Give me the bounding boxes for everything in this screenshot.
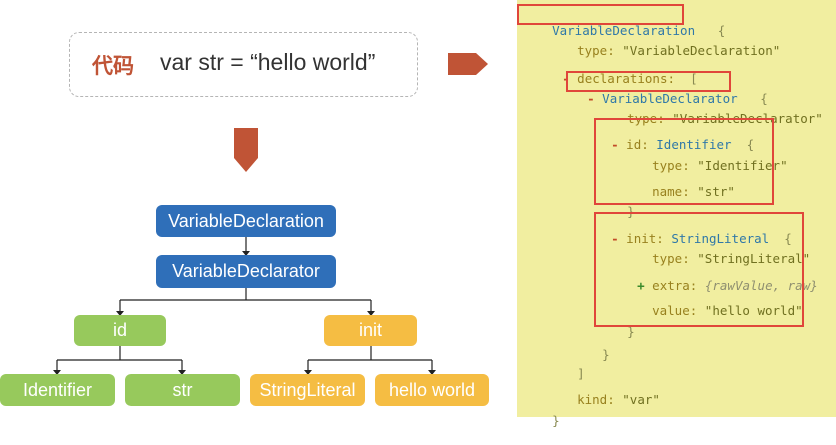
ast-bracket: [	[690, 71, 698, 86]
ast-line-root-type: type: "VariableDeclaration"	[547, 27, 780, 75]
ast-brace: {	[760, 91, 768, 106]
collapse-minus-icon[interactable]: -	[611, 137, 619, 152]
highlight-box-declarator	[566, 71, 731, 92]
tree-node-variable-declaration: VariableDeclaration	[156, 205, 336, 237]
tree-node-init: init	[324, 315, 417, 346]
ast-value: "VariableDeclaration"	[622, 43, 781, 58]
code-label: 代码	[92, 54, 134, 78]
code-box: 代码 var str = “hello world”	[69, 32, 418, 97]
ast-line-declarations-close: ]	[547, 350, 585, 398]
ast-key: extra:	[652, 278, 698, 293]
ast-brace: }	[627, 324, 635, 339]
tree-node-string-literal: StringLiteral	[250, 374, 365, 406]
ast-line-declarations: - declarations: [	[532, 55, 698, 103]
code-source: var str = “hello world”	[160, 49, 376, 75]
ast-line-init: - init: StringLiteral {	[581, 215, 792, 263]
ast-brace: {	[717, 23, 726, 38]
ast-line-value: value: "hello world"	[622, 287, 803, 335]
ast-panel: VariableDeclaration { type: "VariableDec…	[517, 0, 836, 428]
ast-key: kind:	[577, 392, 615, 407]
ast-value: "hello world"	[704, 303, 803, 318]
ast-value: "StringLiteral"	[697, 251, 811, 266]
ast-value: "str"	[697, 184, 735, 199]
ast-line-declarator-close: }	[572, 331, 610, 379]
collapse-minus-icon[interactable]: -	[562, 71, 570, 86]
highlight-box-id	[594, 118, 774, 205]
collapse-minus-icon[interactable]: -	[611, 231, 619, 246]
tree-node-identifier: Identifier	[0, 374, 115, 406]
ast-line-id-name: name: "str"	[622, 168, 735, 216]
ast-line-declarator: - VariableDeclarator {	[557, 75, 768, 123]
ast-declarator-name: VariableDeclarator	[602, 91, 738, 106]
ast-key: id:	[626, 137, 649, 152]
ast-line-kind: kind: "var"	[547, 376, 660, 424]
ast-value: "Identifier"	[697, 158, 788, 173]
expand-plus-icon[interactable]: +	[637, 278, 645, 293]
tree-node-hello-world: hello world	[375, 374, 489, 406]
ast-brace: }	[552, 413, 560, 428]
ast-key: type:	[652, 251, 690, 266]
ast-root-name: VariableDeclaration	[552, 23, 696, 38]
ast-bracket: ]	[577, 366, 585, 381]
ast-brace: }	[602, 347, 610, 362]
ast-key: type:	[577, 43, 615, 58]
ast-line-init-close: }	[597, 308, 635, 356]
arrow-down-icon	[234, 128, 258, 172]
ast-key: value:	[652, 303, 698, 318]
ast-id-node: Identifier	[656, 137, 732, 152]
tree-node-str: str	[125, 374, 240, 406]
arrow-right-icon	[448, 53, 488, 75]
highlight-box-init	[594, 212, 804, 327]
ast-line-id: - id: Identifier {	[581, 121, 754, 169]
ast-brace: {	[746, 137, 755, 152]
ast-line-init-type: type: "StringLiteral"	[622, 235, 810, 283]
ast-key: name:	[652, 184, 690, 199]
ast-brace: {	[784, 231, 792, 246]
ast-value: "var"	[622, 392, 660, 407]
ast-init-node: StringLiteral	[671, 231, 770, 246]
ast-line-id-close: }	[597, 188, 635, 236]
tree-node-id: id	[74, 315, 166, 346]
ast-line-root: VariableDeclaration {	[522, 7, 725, 55]
ast-key: type:	[652, 158, 690, 173]
highlight-box-root	[517, 4, 684, 25]
ast-key: init:	[626, 231, 664, 246]
ast-line-root-close: }	[522, 397, 560, 445]
tree-node-variable-declarator: VariableDeclarator	[156, 255, 336, 288]
ast-key: declarations:	[577, 71, 676, 86]
ast-brace: }	[627, 204, 635, 219]
ast-line-id-type: type: "Identifier"	[622, 142, 788, 190]
collapse-minus-icon[interactable]: -	[587, 91, 595, 106]
